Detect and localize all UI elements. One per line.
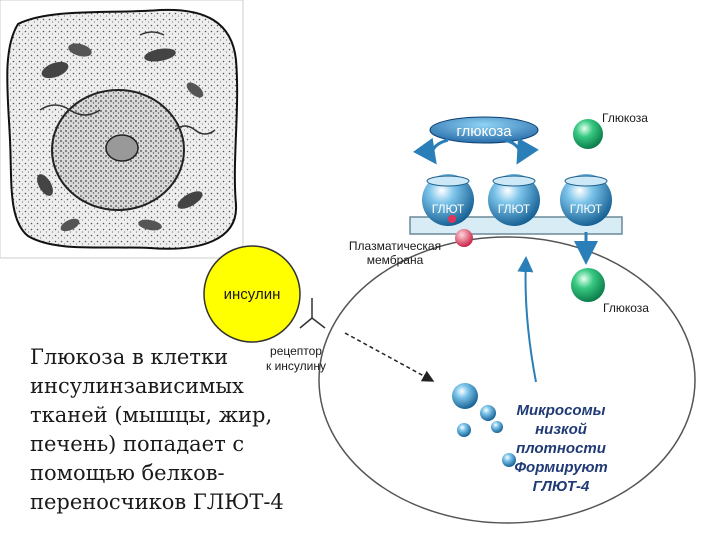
glucose-top-label: Глюкоза [602, 111, 648, 125]
caption-line: тканей (мышцы, жир, [30, 403, 273, 427]
insulin-receptor [299, 298, 326, 329]
arrow-microsomes-to-membrane [517, 256, 537, 383]
membrane-label-line1: Плазматическая [349, 239, 441, 253]
microsomes-caption: Микросомы низкой плотности Формируют ГЛЮ… [490, 401, 632, 496]
receptor-label-line1: рецептор [270, 344, 322, 358]
glucose-inside-label: Глюкоза [603, 301, 649, 315]
caption-line: Глюкоза в клетки [30, 345, 229, 369]
microsomes-line: низкой [535, 421, 587, 438]
cell-outline [318, 236, 696, 524]
glut-label-1: ГЛЮТ [432, 202, 465, 216]
caption-line: инсулинзависимых [30, 374, 244, 398]
glut-transporter-3: ГЛЮТ [560, 174, 612, 226]
glut-label-2: ГЛЮТ [498, 202, 531, 216]
receptor-red-ball [455, 229, 473, 247]
vesicle-small-1 [480, 405, 496, 421]
signal-arrow [344, 332, 435, 382]
glut-label-3: ГЛЮТ [570, 202, 603, 216]
microsomes-line: Микросомы [516, 402, 606, 419]
marker-dot [448, 215, 456, 223]
membrane-label-line2: мембрана [367, 253, 424, 267]
vesicle-small-4 [502, 453, 516, 467]
glucose-molecule-inside [571, 268, 605, 302]
cell-micrograph [0, 0, 244, 259]
arrow-pill-to-mid [504, 137, 539, 165]
microsomes-line: ГЛЮТ-4 [532, 478, 590, 495]
glucose-pill: глюкоза [429, 116, 539, 144]
vesicle-small-3 [491, 421, 503, 433]
main-caption: Глюкоза в клетки инсулинзависимых тканей… [30, 343, 310, 517]
glut-transporter-1: ГЛЮТ [422, 174, 474, 226]
glut-transporter-2: ГЛЮТ [488, 174, 540, 226]
caption-line: помощью белков- [30, 461, 225, 485]
microsomes-line: плотности [516, 440, 606, 457]
caption-line: переносчиков ГЛЮТ-4 [30, 490, 284, 514]
glucose-pill-label: глюкоза [456, 123, 512, 140]
vesicle-large [452, 383, 478, 409]
arrow-pill-to-left [413, 137, 449, 165]
vesicle-small-2 [457, 423, 471, 437]
microsomes-line: Формируют [514, 459, 608, 476]
caption-line: печень) попадает с [30, 432, 245, 456]
receptor-label-line2: к инсулину [266, 359, 326, 373]
glucose-molecule-top [573, 119, 603, 149]
insulin-label: инсулин [224, 286, 281, 303]
insulin-molecule [203, 245, 301, 343]
